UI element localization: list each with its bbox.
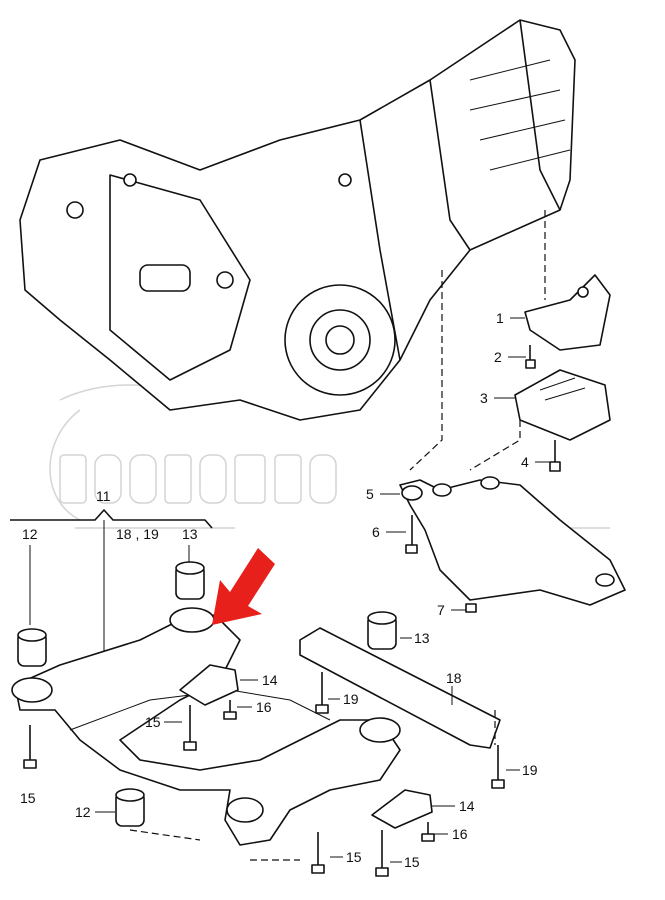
leader-lines — [95, 317, 550, 863]
bracket — [371, 789, 433, 829]
callout-12: 12 — [22, 526, 38, 542]
bolts — [23, 672, 505, 877]
transmission-housing — [19, 19, 576, 421]
callout-11: 11 — [96, 488, 111, 504]
callout-13: 13 — [182, 526, 198, 542]
callout-16: 16 — [256, 699, 272, 715]
callout-15: 15 — [346, 849, 362, 865]
callout-19: 19 — [343, 691, 359, 707]
callout-15: 15 — [145, 714, 161, 730]
mount-bracket — [524, 274, 611, 369]
bushing — [367, 611, 397, 650]
highlight-arrow — [212, 548, 275, 625]
callout-18: 18 — [446, 670, 462, 686]
callout-7: 7 — [437, 602, 445, 618]
bracket — [179, 664, 239, 706]
callout-5: 5 — [366, 486, 374, 502]
bushing — [17, 628, 47, 667]
callout-13: 13 — [414, 630, 430, 646]
callout-19: 19 — [522, 762, 538, 778]
callout-4: 4 — [521, 454, 529, 470]
callout-14: 14 — [459, 798, 475, 814]
callout-15: 15 — [404, 854, 420, 870]
callout-14: 14 — [262, 672, 278, 688]
callouts: 1 2 3 4 5 6 7 11 12 18 , 19 13 12 13 14 … — [20, 310, 538, 870]
group-bracket — [10, 509, 213, 529]
callout-6: 6 — [372, 524, 380, 540]
transmission-mount — [514, 369, 611, 472]
callout-15: 15 — [20, 790, 36, 806]
transmission-crossmember — [399, 476, 626, 613]
reinforcement-bar — [299, 627, 501, 749]
bushing — [175, 561, 205, 600]
callout-12: 12 — [75, 804, 91, 820]
bushing — [115, 788, 145, 827]
subframe — [11, 607, 401, 846]
callout-16: 16 — [452, 826, 468, 842]
callout-3: 3 — [480, 390, 488, 406]
callout-2: 2 — [494, 349, 502, 365]
callout-18-19: 18 , 19 — [116, 526, 159, 542]
callout-1: 1 — [496, 310, 504, 326]
